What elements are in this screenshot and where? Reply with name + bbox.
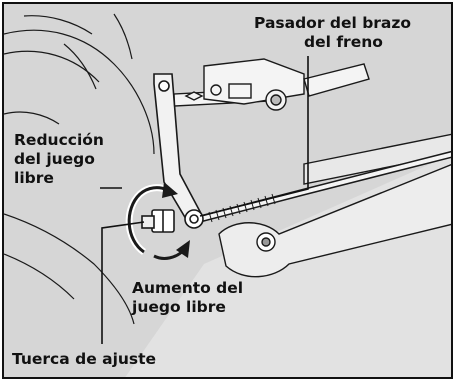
reduce-arrowhead <box>162 182 178 198</box>
tire-outline <box>4 13 155 325</box>
brake-arm-pin-label: Pasador del brazo del freno <box>254 14 411 52</box>
freeplay-reduce-label-line-2: del juego <box>14 150 95 168</box>
rotation-arrows <box>125 182 190 260</box>
brake-arm-pin-label-line-1: Pasador del brazo <box>254 14 412 32</box>
freeplay-reduce-label: Reducción del juego libre <box>14 131 104 188</box>
brake-arm-pin-label-line-2: del freno <box>304 33 383 51</box>
adjusting-nut <box>141 209 175 233</box>
upper-linkage <box>173 58 370 111</box>
leader-lines <box>100 56 309 344</box>
leader-pin <box>199 56 309 217</box>
freeplay-increase-label-line-2: juego libre <box>132 298 226 316</box>
leader-nut <box>101 221 145 344</box>
adjust-nut-label: Tuerca de ajuste <box>12 350 156 369</box>
freeplay-reduce-label-line-1: Reducción <box>14 131 104 149</box>
freeplay-increase-label-line-1: Aumento del <box>132 279 244 297</box>
increase-arrowhead <box>176 240 190 258</box>
adjust-nut-label-line-1: Tuerca de ajuste <box>12 350 157 368</box>
freeplay-increase-label: Aumento del juego libre <box>132 279 243 317</box>
brake-adjustment-figure: Pasador del brazo del freno Reducción de… <box>2 2 453 379</box>
brake-arm-pin <box>184 209 204 229</box>
swing-arm <box>218 133 451 278</box>
freeplay-reduce-label-line-3: libre <box>14 169 54 187</box>
brake-mechanism-illustration <box>4 4 451 377</box>
